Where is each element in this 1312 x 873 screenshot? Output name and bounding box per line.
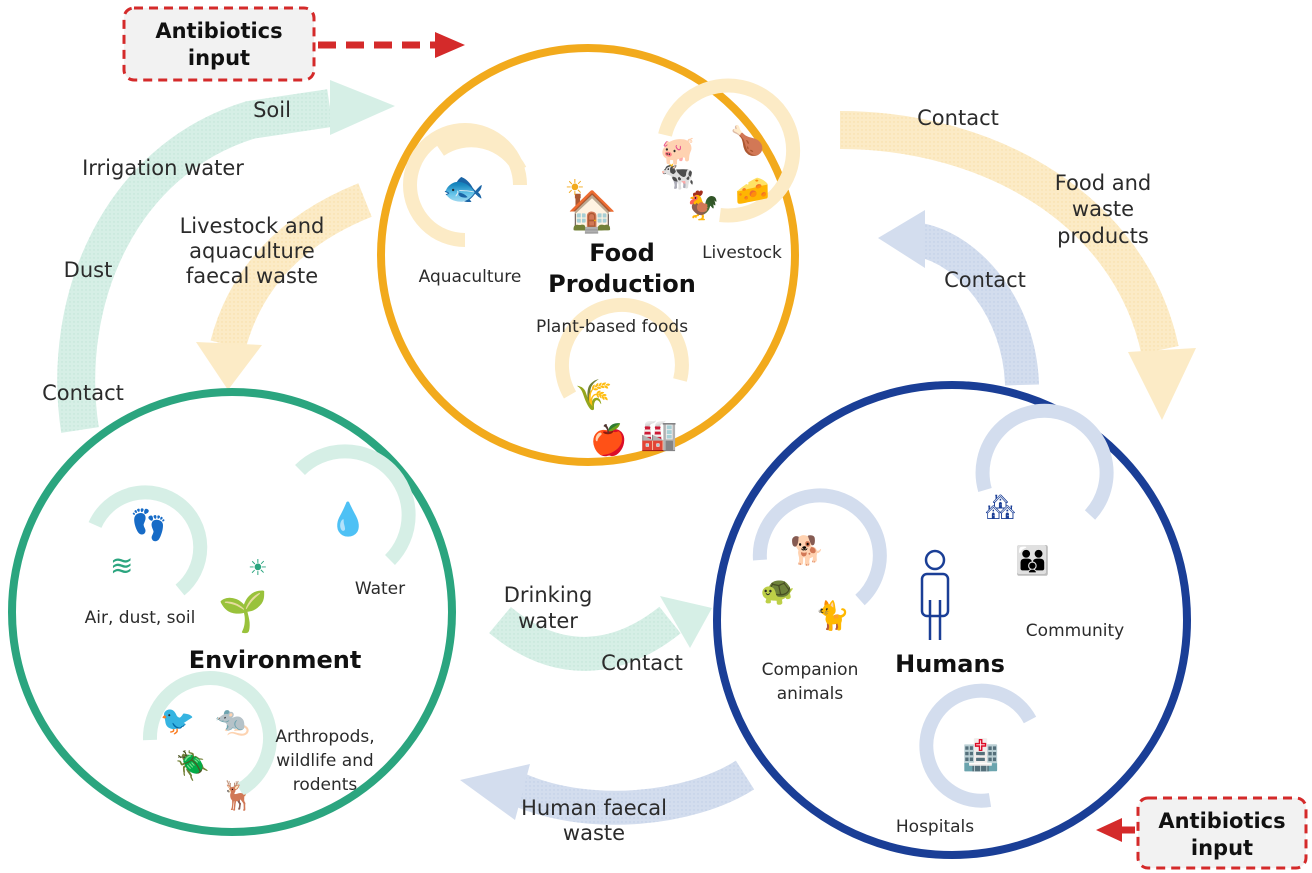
hospitals-label: Hospitals [896, 817, 974, 837]
arrow-humans-to-food [878, 210, 1039, 386]
human-faecal-waste-label-line1: Human faecal [521, 796, 667, 820]
plant-based-foods-label: Plant-based foods [536, 317, 688, 337]
wildlife-label-line3: rodents [293, 775, 358, 795]
farmland-icon: 🌱 ☀ [218, 556, 268, 635]
svg-text:🧀: 🧀 [735, 174, 770, 207]
svg-text:🍎: 🍎 [590, 421, 627, 458]
svg-text:☀: ☀ [565, 176, 585, 201]
aquaculture-label: Aquaculture [419, 267, 522, 287]
plant-foods-cycle-icon: 🌾 🍎 🏭 [554, 297, 689, 458]
svg-text:🪲: 🪲 [175, 749, 210, 782]
food-waste-label-line1: Food and [1055, 171, 1152, 195]
contact-food-top-label: Contact [917, 106, 999, 130]
livestock-waste-label-line2: aquaculture [189, 239, 315, 263]
person-icon [920, 549, 950, 640]
air-dust-soil-label: Air, dust, soil [85, 608, 196, 628]
svg-text:🏠: 🏠 [567, 189, 617, 235]
farm-icon: 🏠 ☀ [565, 176, 617, 235]
svg-text:☀: ☀ [248, 556, 268, 581]
svg-text:🍗: 🍗 [730, 124, 765, 157]
arrow-food-to-env [196, 183, 372, 390]
aquaculture-cycle-icon: 🐟 [403, 123, 527, 247]
food-waste-label-line2: waste [1072, 197, 1134, 221]
svg-text:≋: ≋ [110, 549, 133, 582]
wildlife-label-line1: Arthropods, [275, 727, 374, 747]
svg-text:🌱: 🌱 [218, 589, 268, 635]
svg-text:🌾: 🌾 [575, 378, 612, 413]
svg-text:🦌: 🦌 [220, 779, 255, 812]
antibiotics-input-top-line2: input [188, 46, 250, 70]
svg-text:🐢: 🐢 [760, 574, 795, 607]
svg-text:🐟: 🐟 [442, 169, 484, 209]
antibiotics-input-top: Antibiotics input [122, 6, 316, 82]
arrow-humans-to-env [460, 760, 755, 825]
svg-text:👣: 👣 [130, 506, 167, 543]
svg-text:🐓: 🐓 [685, 189, 720, 222]
contact-env-humans-label: Contact [601, 651, 683, 675]
livestock-waste-label-line1: Livestock and [180, 214, 325, 238]
soil-label: Soil [253, 98, 291, 122]
companion-animals-label-line1: Companion [762, 660, 859, 680]
food-production-title-line1: Food [589, 239, 655, 267]
svg-text:🐀: 🐀 [215, 704, 250, 737]
food-waste-label-line3: products [1057, 224, 1149, 248]
svg-text:🐄: 🐄 [660, 159, 695, 192]
community-cycle-icon: 🏘 👪 [975, 403, 1114, 577]
antibiotics-input-bottom: Antibiotics input [1136, 796, 1308, 870]
dust-label: Dust [64, 258, 113, 282]
arrow-env-to-food [57, 80, 395, 433]
community-label: Community [1026, 621, 1124, 641]
companion-animals-label-line2: animals [777, 684, 844, 704]
antibiotics-arrow-bottom [1096, 818, 1135, 842]
svg-text:🏘: 🏘 [985, 493, 1015, 521]
food-production-circle [377, 44, 799, 466]
wildlife-cycle-icon: 🐦 🐀 🪲 🦌 [142, 671, 277, 812]
svg-text:🏥: 🏥 [962, 737, 999, 773]
livestock-waste-label-line3: faecal waste [186, 264, 318, 288]
food-production-title-line2: Production [548, 270, 696, 298]
svg-text:👪: 👪 [1015, 544, 1050, 577]
arrow-env-to-humans [489, 596, 712, 671]
water-label: Water [355, 579, 405, 599]
drinking-water-label-line1: Drinking [504, 583, 593, 607]
contact-env-label: Contact [42, 381, 124, 405]
svg-text:🐈: 🐈 [815, 599, 850, 632]
contact-humans-food-label: Contact [944, 268, 1026, 292]
human-faecal-waste-label-line2: waste [563, 821, 625, 845]
environment-title: Environment [189, 646, 362, 674]
antibiotics-input-bottom-line2: input [1191, 836, 1253, 860]
svg-text:🏭: 🏭 [640, 418, 677, 453]
svg-text:🐖: 🐖 [660, 134, 695, 167]
arrow-food-to-humans [839, 111, 1196, 420]
irrigation-water-label: Irrigation water [82, 156, 244, 180]
water-cycle-icon: 💧 [295, 444, 416, 565]
svg-text:💧: 💧 [328, 500, 368, 538]
livestock-label: Livestock [702, 243, 782, 263]
svg-text:🐕: 🐕 [790, 534, 825, 567]
wildlife-label-line2: wildlife and [276, 751, 373, 771]
companion-animals-cycle-icon: 🐕 🐢 🐈 [752, 488, 887, 632]
antibiotics-input-bottom-line1: Antibiotics [1158, 809, 1285, 833]
hospitals-cycle-icon: 🏥 [919, 683, 1037, 808]
antibiotics-input-top-line1: Antibiotics [155, 19, 282, 43]
drinking-water-label-line2: water [518, 609, 578, 633]
humans-title: Humans [895, 650, 1005, 678]
antibiotics-arrow-top [318, 32, 465, 58]
livestock-cycle-icon: 🐖 🐄 🍗 🐓 🧀 [658, 78, 801, 223]
air-dust-soil-cycle-icon: 👣 ≋ [88, 485, 208, 596]
svg-text:🐦: 🐦 [160, 704, 195, 737]
